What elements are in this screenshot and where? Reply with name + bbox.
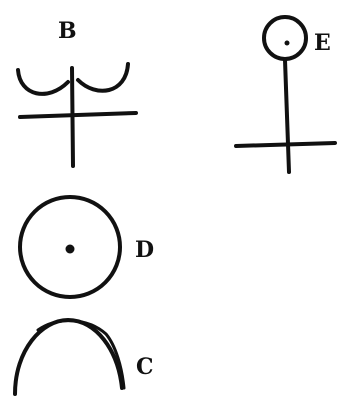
- circle-cross-head: [262, 15, 308, 61]
- circle-cross-symbol-icon: [234, 15, 337, 174]
- circle-cross-center-dot: [284, 40, 290, 46]
- symbol-label-c: C: [136, 354, 154, 380]
- circle-cross-bar: [234, 141, 337, 148]
- circle-dot-symbol-icon: [18, 195, 122, 299]
- arc-symbol-icon: [13, 318, 126, 396]
- arc-inner: [36, 319, 126, 390]
- arc-outer: [13, 318, 124, 396]
- symbol-label-b: B: [58, 18, 77, 44]
- circle-dot-center: [65, 244, 75, 254]
- crescent-cross-symbol-icon: [16, 62, 138, 168]
- symbol-label-e: E: [314, 30, 331, 56]
- circle-cross-stem: [283, 58, 291, 174]
- crescent-left-horn: [16, 68, 70, 96]
- crescent-right-horn: [76, 62, 130, 93]
- symbol-label-d: D: [135, 237, 154, 263]
- crescent-cross-bar: [18, 111, 138, 119]
- circle-dot-ring: [18, 195, 122, 299]
